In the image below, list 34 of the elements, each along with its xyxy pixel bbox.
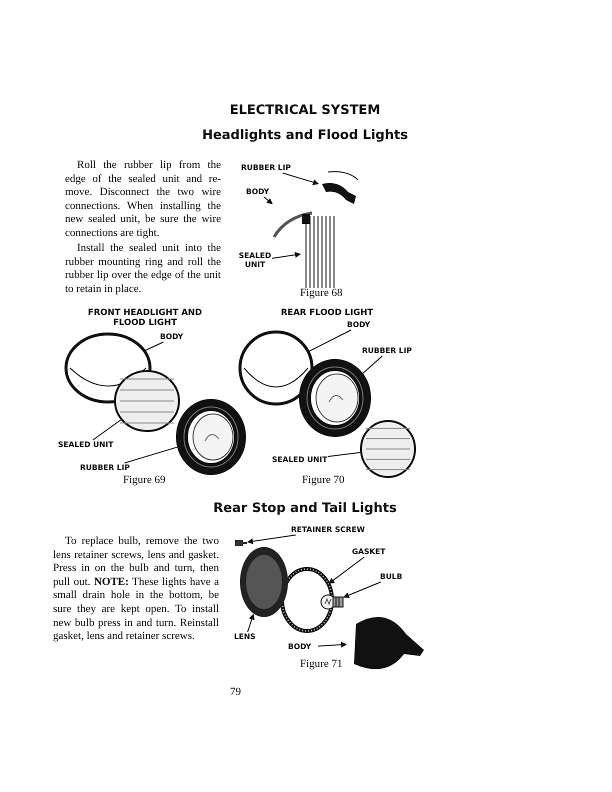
screw-drawing	[234, 538, 248, 548]
gasket-drawing	[279, 566, 335, 634]
lamp-body-drawing	[236, 328, 316, 408]
sealed-unit-drawing	[358, 418, 418, 480]
figure-caption: Figure 69	[123, 474, 166, 486]
leader-line	[92, 419, 122, 440]
rubber-lip-drawing	[175, 398, 247, 476]
section-heading: Headlights and Flood Lights	[201, 128, 409, 143]
sealed-unit-drawing	[112, 368, 182, 434]
paragraph: Roll the rubber lip from the edge of the sealed unit and re-move. Disconnect the two wire connections. When installing the new sealed unit, be sure the wire connections are tight.	[65, 159, 221, 241]
leader-line	[264, 196, 273, 204]
leader-line	[272, 252, 301, 259]
leader-line	[328, 452, 361, 457]
rubber-lip-drawing	[298, 358, 372, 438]
figure-heading: FRONT HEADLIGHT AND FLOOD LIGHT	[86, 308, 204, 328]
leader-line	[318, 642, 347, 648]
paragraph: To replace bulb, remove the two lens retainer screws, lens and gasket. Press in on the bulb and turn, then pull out. NOTE: These lights have a small drain hole in the bottom, be sure they are kept open. To install new bulb press in and turn. Reinstall gasket, lens and retainer screws.	[53, 535, 219, 644]
leader-line	[247, 614, 255, 632]
page-number: 79	[230, 686, 241, 698]
lens-drawing	[238, 545, 290, 619]
figure-caption: Figure 71	[300, 658, 342, 670]
figure-caption: Figure 68	[300, 287, 342, 299]
section-heading: Rear Stop and Tail Lights	[212, 501, 398, 516]
leader-line	[282, 172, 319, 186]
leader-line	[144, 342, 164, 351]
paragraph: Install the sealed unit into the rubber mounting ring and roll the rubber lip over the edge of the unit to retain in place.	[65, 242, 221, 296]
leader-line	[343, 582, 382, 598]
leader-line	[328, 556, 365, 584]
leader-line	[247, 534, 296, 544]
figure-caption: Figure 70	[302, 474, 344, 486]
leader-line	[308, 330, 352, 352]
page-title: ELECTRICAL SYSTEM	[228, 103, 382, 118]
bulb-drawing	[320, 592, 344, 612]
figure-heading: REAR FLOOD LIGHT	[280, 308, 374, 318]
